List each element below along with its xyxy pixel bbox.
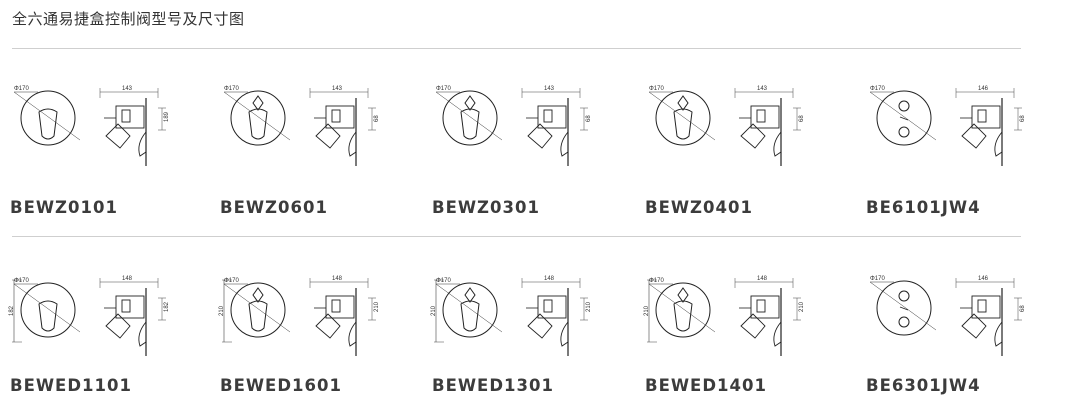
dimension-drawing: 210 Φ170 148 210	[644, 276, 805, 356]
diameter-label: Φ170	[224, 278, 239, 284]
page-title: 全六通易捷盒控制阀型号及尺寸图	[12, 10, 245, 28]
width-label: 143	[332, 86, 343, 92]
height-label: 210	[374, 301, 380, 312]
lever-handle	[673, 108, 693, 140]
dimension-drawing: Φ170 143 68	[648, 86, 805, 166]
cover-plate	[876, 90, 932, 146]
lever-handle	[248, 300, 268, 332]
diameter-label: Φ170	[649, 86, 664, 92]
width-label: 148	[122, 276, 133, 282]
cover-plate	[655, 282, 711, 338]
height-label: 68	[1020, 115, 1026, 122]
dimension-drawing: Φ170 146 68	[869, 276, 1026, 356]
cover-plate	[20, 90, 76, 146]
lever-handle	[38, 108, 58, 140]
product-code: BEWZ0101	[10, 198, 118, 217]
cover-plate	[876, 280, 932, 336]
cover-plate	[442, 90, 498, 146]
cover-plate	[20, 282, 76, 338]
width-label: 143	[544, 86, 555, 92]
product-code: BEWED1301	[432, 376, 554, 395]
product-code: BEWED1101	[10, 376, 132, 395]
product-code: BEWED1401	[645, 376, 767, 395]
diameter-label: Φ170	[14, 86, 29, 92]
diameter-label: Φ170	[649, 278, 664, 284]
dimension-drawing: 182 Φ170 148 182	[9, 276, 170, 356]
divider-top	[12, 48, 1021, 49]
dimension-drawing: 210 Φ170 148 210	[431, 276, 592, 356]
lever-handle	[38, 300, 58, 332]
dimension-drawing: Φ170 143 68	[223, 86, 380, 166]
front-height-label: 210	[644, 305, 650, 316]
dimension-drawing: Φ170 143 68	[435, 86, 592, 166]
diameter-label: Φ170	[870, 86, 885, 92]
width-label: 148	[544, 276, 555, 282]
product-code: BEWZ0601	[220, 198, 328, 217]
cover-plate	[230, 282, 286, 338]
width-label: 146	[978, 86, 989, 92]
lever-handle	[460, 108, 480, 140]
height-label: 68	[1020, 305, 1026, 312]
height-label: 189	[164, 111, 170, 122]
dimension-drawing: 210 Φ170 148 210	[219, 276, 380, 356]
diameter-label: Φ170	[870, 276, 885, 282]
height-label: 68	[799, 115, 805, 122]
height-label: 210	[586, 301, 592, 312]
divider-middle	[12, 236, 1021, 237]
height-label: 182	[164, 301, 170, 312]
height-label: 68	[374, 115, 380, 122]
width-label: 148	[332, 276, 343, 282]
cover-plate	[230, 90, 286, 146]
diameter-label: Φ170	[14, 278, 29, 284]
diameter-label: Φ170	[436, 278, 451, 284]
dimension-drawing: Φ170 143 189	[13, 86, 170, 166]
diameter-label: Φ170	[436, 86, 451, 92]
width-label: 143	[757, 86, 768, 92]
front-height-label: 210	[219, 305, 225, 316]
product-code: BE6101JW4	[866, 198, 981, 217]
lever-handle	[460, 300, 480, 332]
front-height-label: 182	[9, 305, 15, 316]
product-code: BE6301JW4	[866, 376, 981, 395]
dimension-drawing: Φ170 146 68	[869, 86, 1026, 166]
lever-handle	[248, 108, 268, 140]
width-label: 146	[978, 276, 989, 282]
diameter-label: Φ170	[224, 86, 239, 92]
front-height-label: 210	[431, 305, 437, 316]
width-label: 148	[757, 276, 768, 282]
product-code: BEWZ0401	[645, 198, 753, 217]
height-label: 68	[586, 115, 592, 122]
lever-handle	[673, 300, 693, 332]
width-label: 143	[122, 86, 133, 92]
height-label: 210	[799, 301, 805, 312]
product-code: BEWED1601	[220, 376, 342, 395]
product-code: BEWZ0301	[432, 198, 540, 217]
cover-plate	[442, 282, 498, 338]
cover-plate	[655, 90, 711, 146]
